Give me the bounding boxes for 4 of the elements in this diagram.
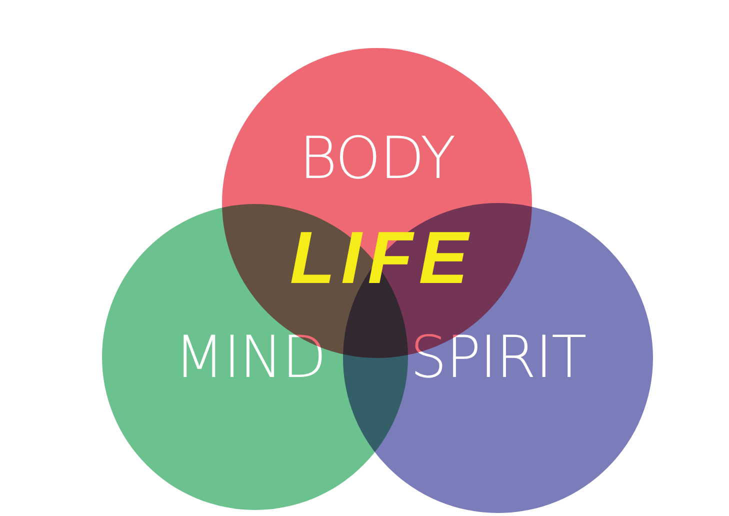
circle-label: MIND — [174, 328, 326, 386]
circle-label: BODY — [299, 129, 455, 187]
center-label: LIFE — [290, 221, 474, 295]
circle-label: SPIRIT — [410, 328, 586, 386]
